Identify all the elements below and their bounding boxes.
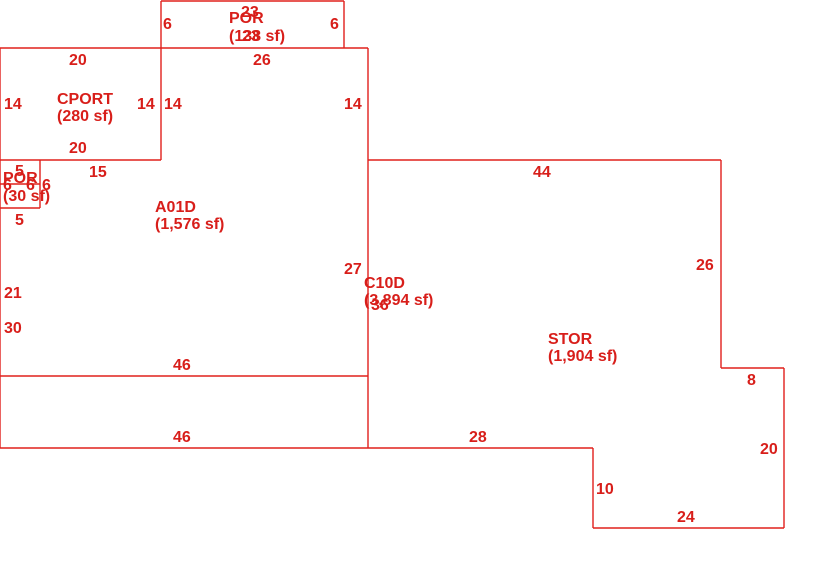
dim-a01d-right-27: 27 xyxy=(344,261,362,278)
dim-a01d-right-upper: 14 xyxy=(344,96,362,113)
a01d-size: (1,576 sf) xyxy=(155,216,224,233)
a01d-name: A01D xyxy=(155,199,196,216)
dim-por-left-left: 6 xyxy=(3,177,12,194)
dim-stor-right-lower: 20 xyxy=(760,441,778,458)
building-outline xyxy=(0,47,593,449)
por-top-size: (138 sf) xyxy=(229,28,285,45)
dim-por-top-left: 6 xyxy=(163,16,172,33)
dim-stor-bottom: 24 xyxy=(677,509,695,526)
c10d-name: C10D xyxy=(364,275,405,292)
dim-por-left-top: 5 xyxy=(15,163,24,180)
dim-por-top-bottom: 23 xyxy=(242,28,260,45)
dim-stor-notch-top: 28 xyxy=(469,429,487,446)
por-left-size: (30 sf) xyxy=(3,188,50,205)
dim-stor-step: 8 xyxy=(747,372,756,389)
por-top-name: POR xyxy=(229,10,264,27)
dim-cport-top: 20 xyxy=(69,52,87,69)
dim-a01d-step: 15 xyxy=(89,164,107,181)
dim-por-left-bottom: 5 xyxy=(15,212,24,229)
stor-outline xyxy=(368,159,785,529)
dim-stor-top: 44 xyxy=(533,164,551,181)
por-left-name: POR xyxy=(3,170,38,187)
dim-por-top-right: 6 xyxy=(330,16,339,33)
dim-stor-notch-left: 10 xyxy=(596,481,614,498)
dim-por-left-inner: 6 xyxy=(26,177,35,194)
dim-a01d-left-30: 30 xyxy=(4,320,22,337)
stor-size: (1,904 sf) xyxy=(548,348,617,365)
cport-size: (280 sf) xyxy=(57,108,113,125)
dim-a01d-bottom: 46 xyxy=(173,357,191,374)
dim-a01d-top: 26 xyxy=(253,52,271,69)
dim-a01d-left-upper: 14 xyxy=(164,96,182,113)
dim-cport-bottom: 20 xyxy=(69,140,87,157)
dim-cport-right: 14 xyxy=(137,96,155,113)
dim-cport-left: 14 xyxy=(4,96,22,113)
por-top-outline xyxy=(160,0,345,48)
stor-name: STOR xyxy=(548,331,593,348)
dim-por-top-top: 23 xyxy=(241,4,259,21)
por-left-outline xyxy=(0,160,41,209)
dim-a01d-left-21: 21 xyxy=(4,285,22,302)
dim-c10d-inner: 36 xyxy=(371,297,389,314)
dim-por-left-right: 6 xyxy=(42,177,51,194)
c10d-size: (3,894 sf) xyxy=(364,292,433,309)
dim-stor-right-upper: 26 xyxy=(696,257,714,274)
dim-c10d-bottom: 46 xyxy=(173,429,191,446)
cport-name: CPORT xyxy=(57,91,113,108)
